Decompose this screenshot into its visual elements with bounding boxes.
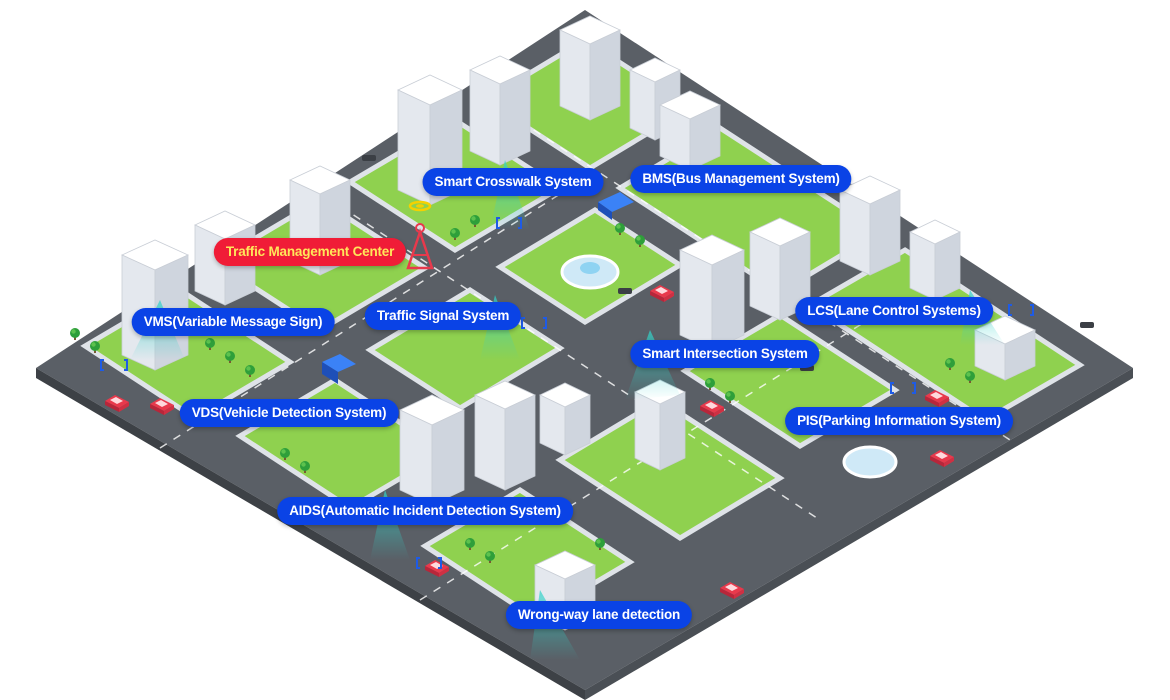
label-variable-message-sign[interactable]: VMS(Variable Message Sign) xyxy=(131,308,335,336)
label-traffic-management-center[interactable]: Traffic Management Center xyxy=(213,238,407,266)
tower-icon xyxy=(406,200,434,270)
buildings xyxy=(121,15,1036,631)
label-smart-crosswalk-system[interactable]: Smart Crosswalk System xyxy=(422,168,604,196)
label-vehicle-detection-system[interactable]: VDS(Vehicle Detection System) xyxy=(179,399,399,427)
label-lane-control-systems[interactable]: LCS(Lane Control Systems) xyxy=(795,297,993,325)
label-smart-intersection-system[interactable]: Smart Intersection System xyxy=(630,340,820,368)
label-bus-management-system[interactable]: BMS(Bus Management System) xyxy=(630,165,852,193)
fountain-icon xyxy=(560,254,898,479)
camera-icon xyxy=(100,217,1034,569)
label-parking-information-system[interactable]: PIS(Parking Information System) xyxy=(785,407,1013,435)
label-wrong-way-lane-detection[interactable]: Wrong-way lane detection xyxy=(505,601,693,629)
bus-icon xyxy=(322,192,634,384)
label-traffic-signal-system[interactable]: Traffic Signal System xyxy=(364,302,522,330)
label-automatic-incident-detection-system[interactable]: AIDS(Automatic Incident Detection System… xyxy=(277,497,573,525)
